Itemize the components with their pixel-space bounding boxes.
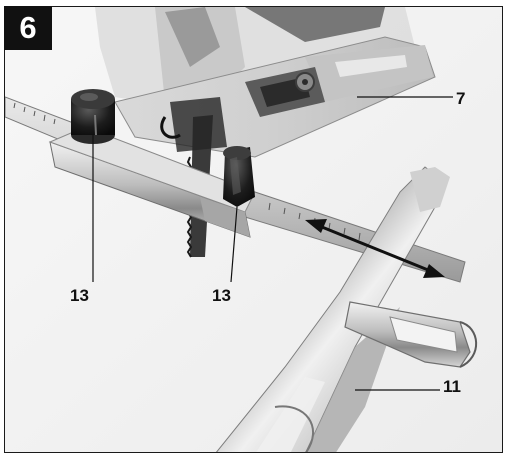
callout-parallel-guide: 11 (443, 377, 461, 396)
jigsaw-parallel-guide-photo (5, 7, 502, 452)
callout-base-shoe: 7 (456, 89, 466, 108)
callout-clamp-screw-right: 13 (212, 286, 231, 305)
callout-clamp-screw-left: 13 (70, 286, 89, 305)
movement-arrow (305, 219, 445, 278)
figure-frame (4, 6, 503, 453)
figure-number-badge: 6 (4, 6, 52, 50)
